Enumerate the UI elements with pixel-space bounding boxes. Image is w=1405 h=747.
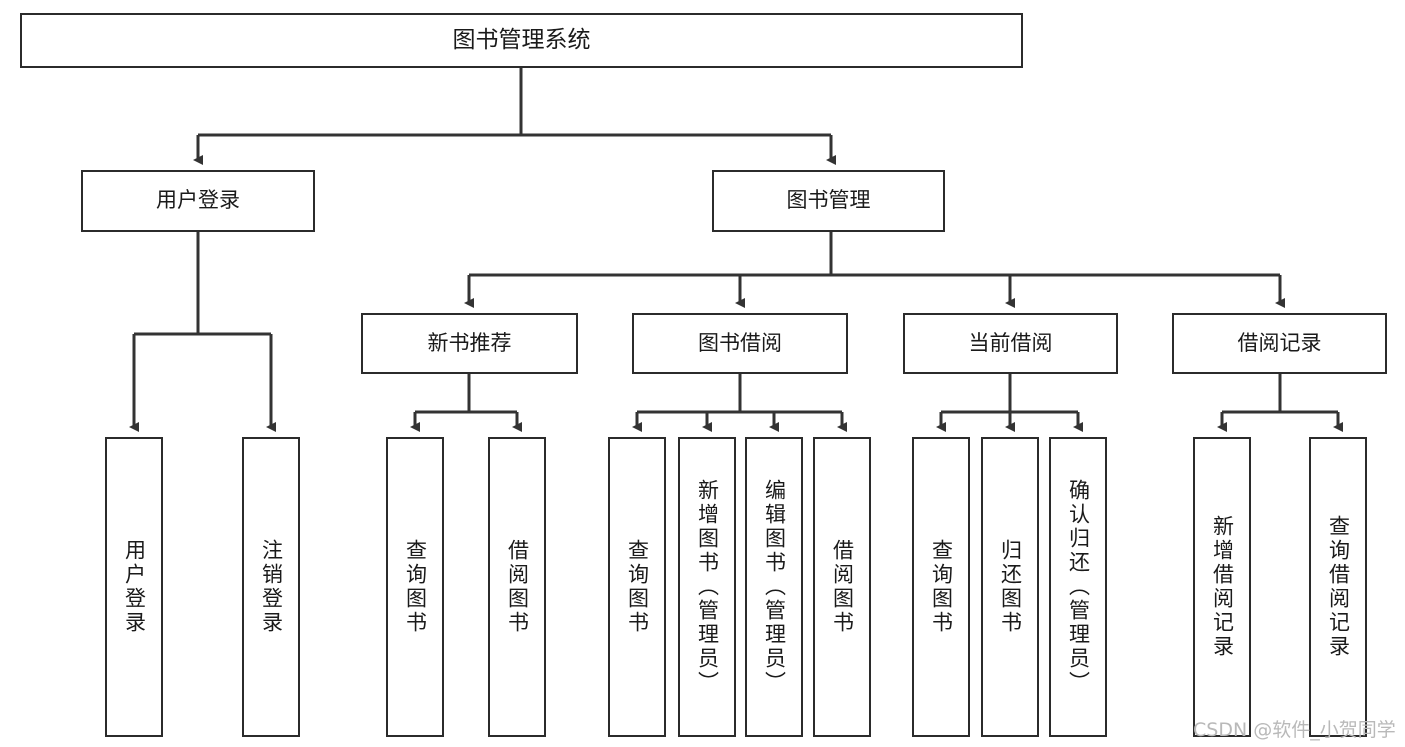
- node-label: 图书借阅: [698, 330, 782, 355]
- node-book-borrow[interactable]: 图书借阅: [632, 313, 848, 374]
- node-label: 确认归还（管理员）: [1066, 479, 1091, 695]
- leaf-user-login-login[interactable]: 用户登录: [105, 437, 163, 737]
- node-label: 借阅图书: [505, 539, 530, 635]
- leaf-borrow-query-book[interactable]: 查询图书: [608, 437, 666, 737]
- node-label: 图书管理: [786, 188, 871, 213]
- node-new-book-recommend[interactable]: 新书推荐: [361, 313, 578, 374]
- node-label: 注销登录: [259, 539, 284, 635]
- node-label: 新增图书（管理员）: [695, 479, 720, 695]
- node-label: 当前借阅: [968, 330, 1053, 355]
- node-label: 用户登录: [156, 188, 240, 213]
- node-label: 编辑图书（管理员）: [762, 479, 787, 695]
- node-label: 新增借阅记录: [1210, 515, 1235, 659]
- node-borrow-record[interactable]: 借阅记录: [1172, 313, 1387, 374]
- node-book-management[interactable]: 图书管理: [712, 170, 945, 232]
- leaf-current-confirm-return-admin[interactable]: 确认归还（管理员）: [1049, 437, 1107, 737]
- node-label: 新书推荐: [427, 330, 512, 355]
- leaf-new-book-query[interactable]: 查询图书: [386, 437, 444, 737]
- leaf-borrow-edit-book-admin[interactable]: 编辑图书（管理员）: [745, 437, 803, 737]
- node-label: 查询图书: [929, 539, 954, 635]
- node-current-borrow[interactable]: 当前借阅: [903, 313, 1118, 374]
- leaf-borrow-borrow-book[interactable]: 借阅图书: [813, 437, 871, 737]
- leaf-user-login-logout[interactable]: 注销登录: [242, 437, 300, 737]
- node-label: 查询图书: [403, 539, 428, 635]
- node-root-system[interactable]: 图书管理系统: [20, 13, 1023, 68]
- node-label: 归还图书: [998, 539, 1023, 635]
- csdn-watermark: CSDN @软件_小贺同学: [1193, 719, 1396, 741]
- leaf-current-query-book[interactable]: 查询图书: [912, 437, 970, 737]
- leaf-record-add-record[interactable]: 新增借阅记录: [1193, 437, 1251, 737]
- node-label: 借阅记录: [1237, 330, 1322, 355]
- leaf-record-query-record[interactable]: 查询借阅记录: [1309, 437, 1367, 737]
- leaf-current-return-book[interactable]: 归还图书: [981, 437, 1039, 737]
- node-label: 查询图书: [625, 539, 650, 635]
- leaf-new-book-borrow[interactable]: 借阅图书: [488, 437, 546, 737]
- node-label: 查询借阅记录: [1326, 515, 1351, 659]
- leaf-borrow-add-book-admin[interactable]: 新增图书（管理员）: [678, 437, 736, 737]
- node-label: 用户登录: [122, 539, 147, 635]
- node-user-login[interactable]: 用户登录: [81, 170, 315, 232]
- node-label: 借阅图书: [830, 539, 855, 635]
- node-label: 图书管理系统: [452, 26, 591, 53]
